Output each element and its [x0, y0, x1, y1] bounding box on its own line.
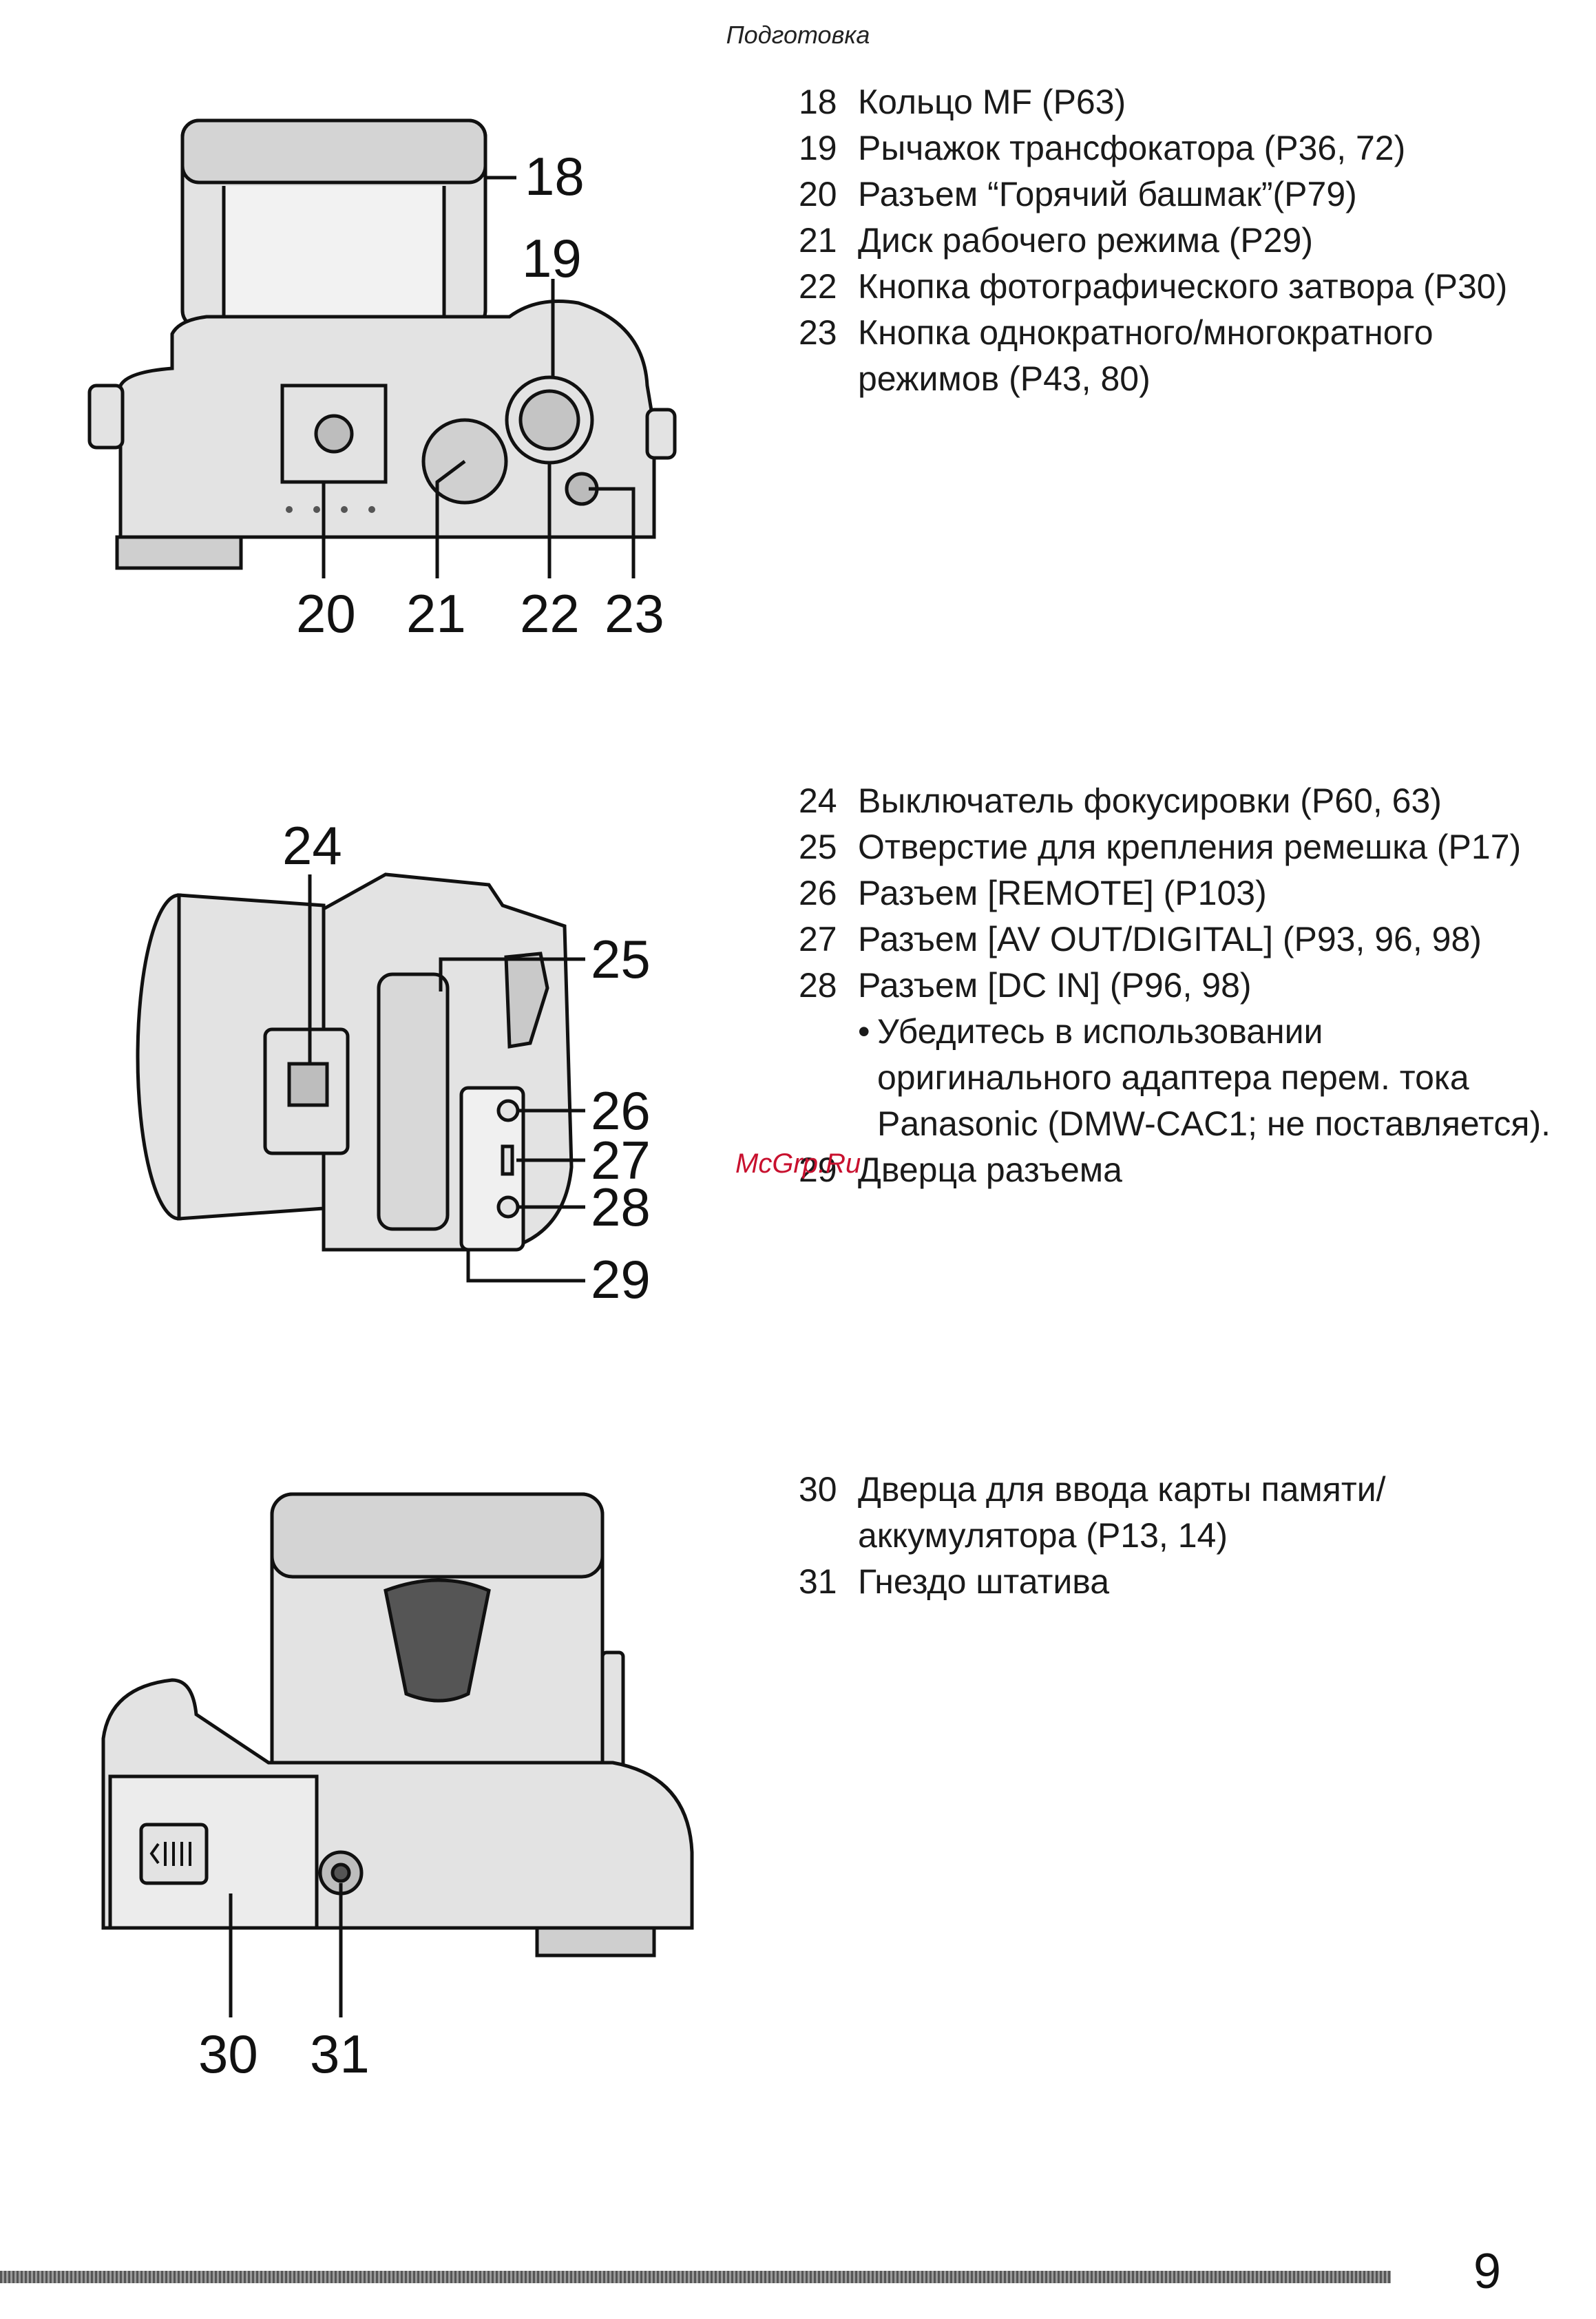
camera-side-view-figure: 24 25 26 27 28 29: [117, 809, 737, 1305]
callout-22: 22: [520, 583, 580, 644]
callout-26: 26: [591, 1080, 651, 1141]
section-header: Подготовка: [726, 21, 870, 49]
callout-21: 21: [406, 583, 466, 644]
callout-28: 28: [591, 1177, 651, 1237]
camera-bottom-view-figure: 30 31: [83, 1467, 730, 2086]
adapter-note: •Убедитесь в использовании оригинального…: [858, 1012, 1551, 1143]
page-number: 9: [1473, 2244, 1502, 2299]
callout-19: 19: [522, 228, 582, 288]
callout-24: 24: [282, 815, 342, 876]
callout-18: 18: [525, 146, 585, 207]
callout-20: 20: [296, 583, 356, 644]
callout-27: 27: [591, 1130, 651, 1190]
callout-25: 25: [591, 929, 651, 989]
callout-29: 29: [591, 1249, 651, 1305]
watermark: McGrp.Ru: [735, 1148, 861, 1179]
footer-rule: [0, 2271, 1391, 2283]
camera-top-view-figure: 18 19 20 21 22 23: [69, 96, 757, 668]
callout-31: 31: [310, 2024, 370, 2084]
callout-23: 23: [605, 583, 664, 644]
callout-30: 30: [198, 2024, 258, 2084]
